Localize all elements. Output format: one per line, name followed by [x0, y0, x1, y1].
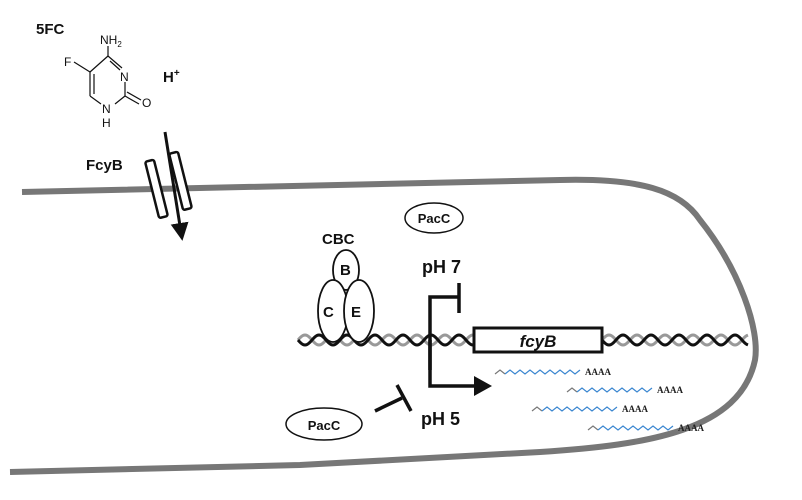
pacc-inhibition-bar [374, 384, 413, 413]
cbc-subunit-b-label: B [340, 262, 351, 279]
dna-strand-light-right [600, 333, 749, 347]
molecule-label: 5FC [36, 21, 65, 38]
ph7-label: pH 7 [422, 257, 461, 277]
pacc-top-label: PacC [418, 211, 451, 226]
mrna-coding-4 [597, 425, 674, 431]
amine-label: NH2 [100, 33, 122, 49]
mrna-utr-2 [566, 387, 578, 393]
cbc-subunit-c-label: C [323, 304, 334, 321]
cbc-subunit-e-label: E [351, 304, 361, 321]
pacc-bottom-shape [285, 407, 363, 441]
ring-n3-label: N [120, 70, 129, 84]
mrna-coding-1 [504, 369, 581, 375]
transporter-label: FcyB [86, 157, 123, 174]
carbonyl-o-label: O [142, 96, 151, 110]
cbc-label: CBC [322, 231, 355, 248]
mrna-transcripts: AAAA AAAA AAAA AAAA [494, 367, 704, 433]
pacc-top-shape [404, 202, 464, 234]
fcyb-transporter [144, 150, 193, 219]
polya-tail-3: AAAA [622, 404, 648, 414]
5fc-structure [73, 46, 142, 105]
promoter-activation-arm [428, 340, 492, 396]
fcyb-gene-label: fcyB [520, 332, 557, 351]
ring-h-label: H [102, 116, 111, 130]
cell-membrane [9, 176, 759, 475]
proton-label: H+ [163, 68, 180, 86]
polya-tail-2: AAAA [657, 385, 683, 395]
dna-strand-dark-left [296, 333, 475, 347]
mrna-utr-1 [494, 369, 506, 375]
dna-strand-dark-right [600, 333, 749, 347]
ph5-label: pH 5 [421, 409, 460, 429]
cbc-complex [317, 249, 375, 343]
mrna-utr-3 [531, 406, 543, 412]
cbc-subunit-b [332, 249, 360, 291]
fcyb-gene-box [472, 326, 604, 354]
mrna-utr-4 [587, 425, 599, 431]
mrna-coding-3 [541, 406, 618, 412]
promoter-repression-arm [428, 283, 461, 370]
fluorine-label: F [64, 55, 71, 69]
import-arrow [163, 131, 189, 241]
polya-tail-1: AAAA [585, 367, 611, 377]
pacc-bottom-label: PacC [308, 418, 341, 433]
polya-tail-4: AAAA [678, 423, 704, 433]
mrna-coding-2 [576, 387, 653, 393]
cbc-subunit-e [343, 279, 375, 343]
ring-n1-label: N [102, 102, 111, 116]
